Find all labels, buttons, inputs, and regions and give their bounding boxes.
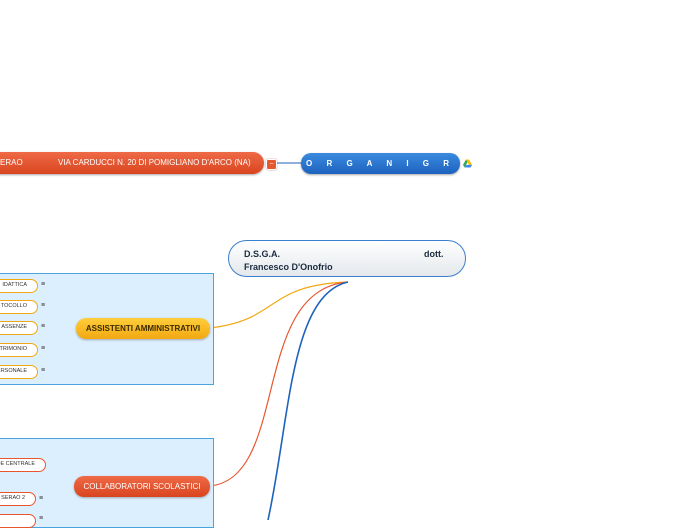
dsga-title-right: dott. [424, 249, 444, 259]
collapse-toggle-icon[interactable]: − [266, 159, 277, 170]
assistenti-leaf[interactable]: TRIMONIO [0, 343, 38, 357]
note-icon[interactable]: ≡ [39, 495, 44, 502]
header-branch-node[interactable]: ERAO VIA CARDUCCI N. 20 DI POMIGLIANO D'… [0, 152, 264, 174]
assistenti-leaf[interactable]: IDATTICA [0, 279, 38, 293]
note-icon[interactable]: ≡ [41, 345, 46, 352]
assistenti-leaf[interactable]: ERSONALE [0, 365, 38, 379]
note-icon[interactable]: ≡ [41, 302, 46, 309]
collaboratori-leaf[interactable] [0, 514, 36, 528]
link-dsga-assistenti [209, 281, 349, 329]
collaboratori-node[interactable]: COLLABORATORI SCOLASTICI [74, 476, 210, 497]
central-node[interactable]: O R G A N I G R A M M A [301, 153, 460, 189]
collaboratori-leaf[interactable]: SERAO 2 [0, 492, 36, 506]
assistenti-node[interactable]: ASSISTENTI AMMINISTRATIVI [76, 318, 210, 339]
note-icon[interactable]: ≡ [41, 323, 46, 330]
note-icon[interactable]: ≡ [39, 515, 44, 522]
link-dsga-down [267, 281, 349, 520]
note-icon[interactable]: ≡ [41, 367, 46, 374]
header-branch-left-text: ERAO [0, 158, 23, 167]
assistenti-leaf[interactable]: TOCOLLO [0, 300, 38, 314]
note-icon[interactable]: ≡ [41, 281, 46, 288]
assistenti-leaf[interactable]: ASSENZE [0, 321, 38, 335]
header-branch-right-text: VIA CARDUCCI N. 20 DI POMIGLIANO D'ARCO … [58, 158, 251, 167]
link-dsga-collaboratori [209, 281, 349, 487]
dsga-title: D.S.G.A. [244, 249, 281, 259]
dsga-name: Francesco D'Onofrio [244, 262, 333, 272]
dsga-node[interactable]: D.S.G.A. dott. Francesco D'Onofrio [228, 240, 466, 277]
collaboratori-leaf[interactable]: DE CENTRALE [0, 458, 46, 472]
drive-icon[interactable] [463, 159, 472, 168]
